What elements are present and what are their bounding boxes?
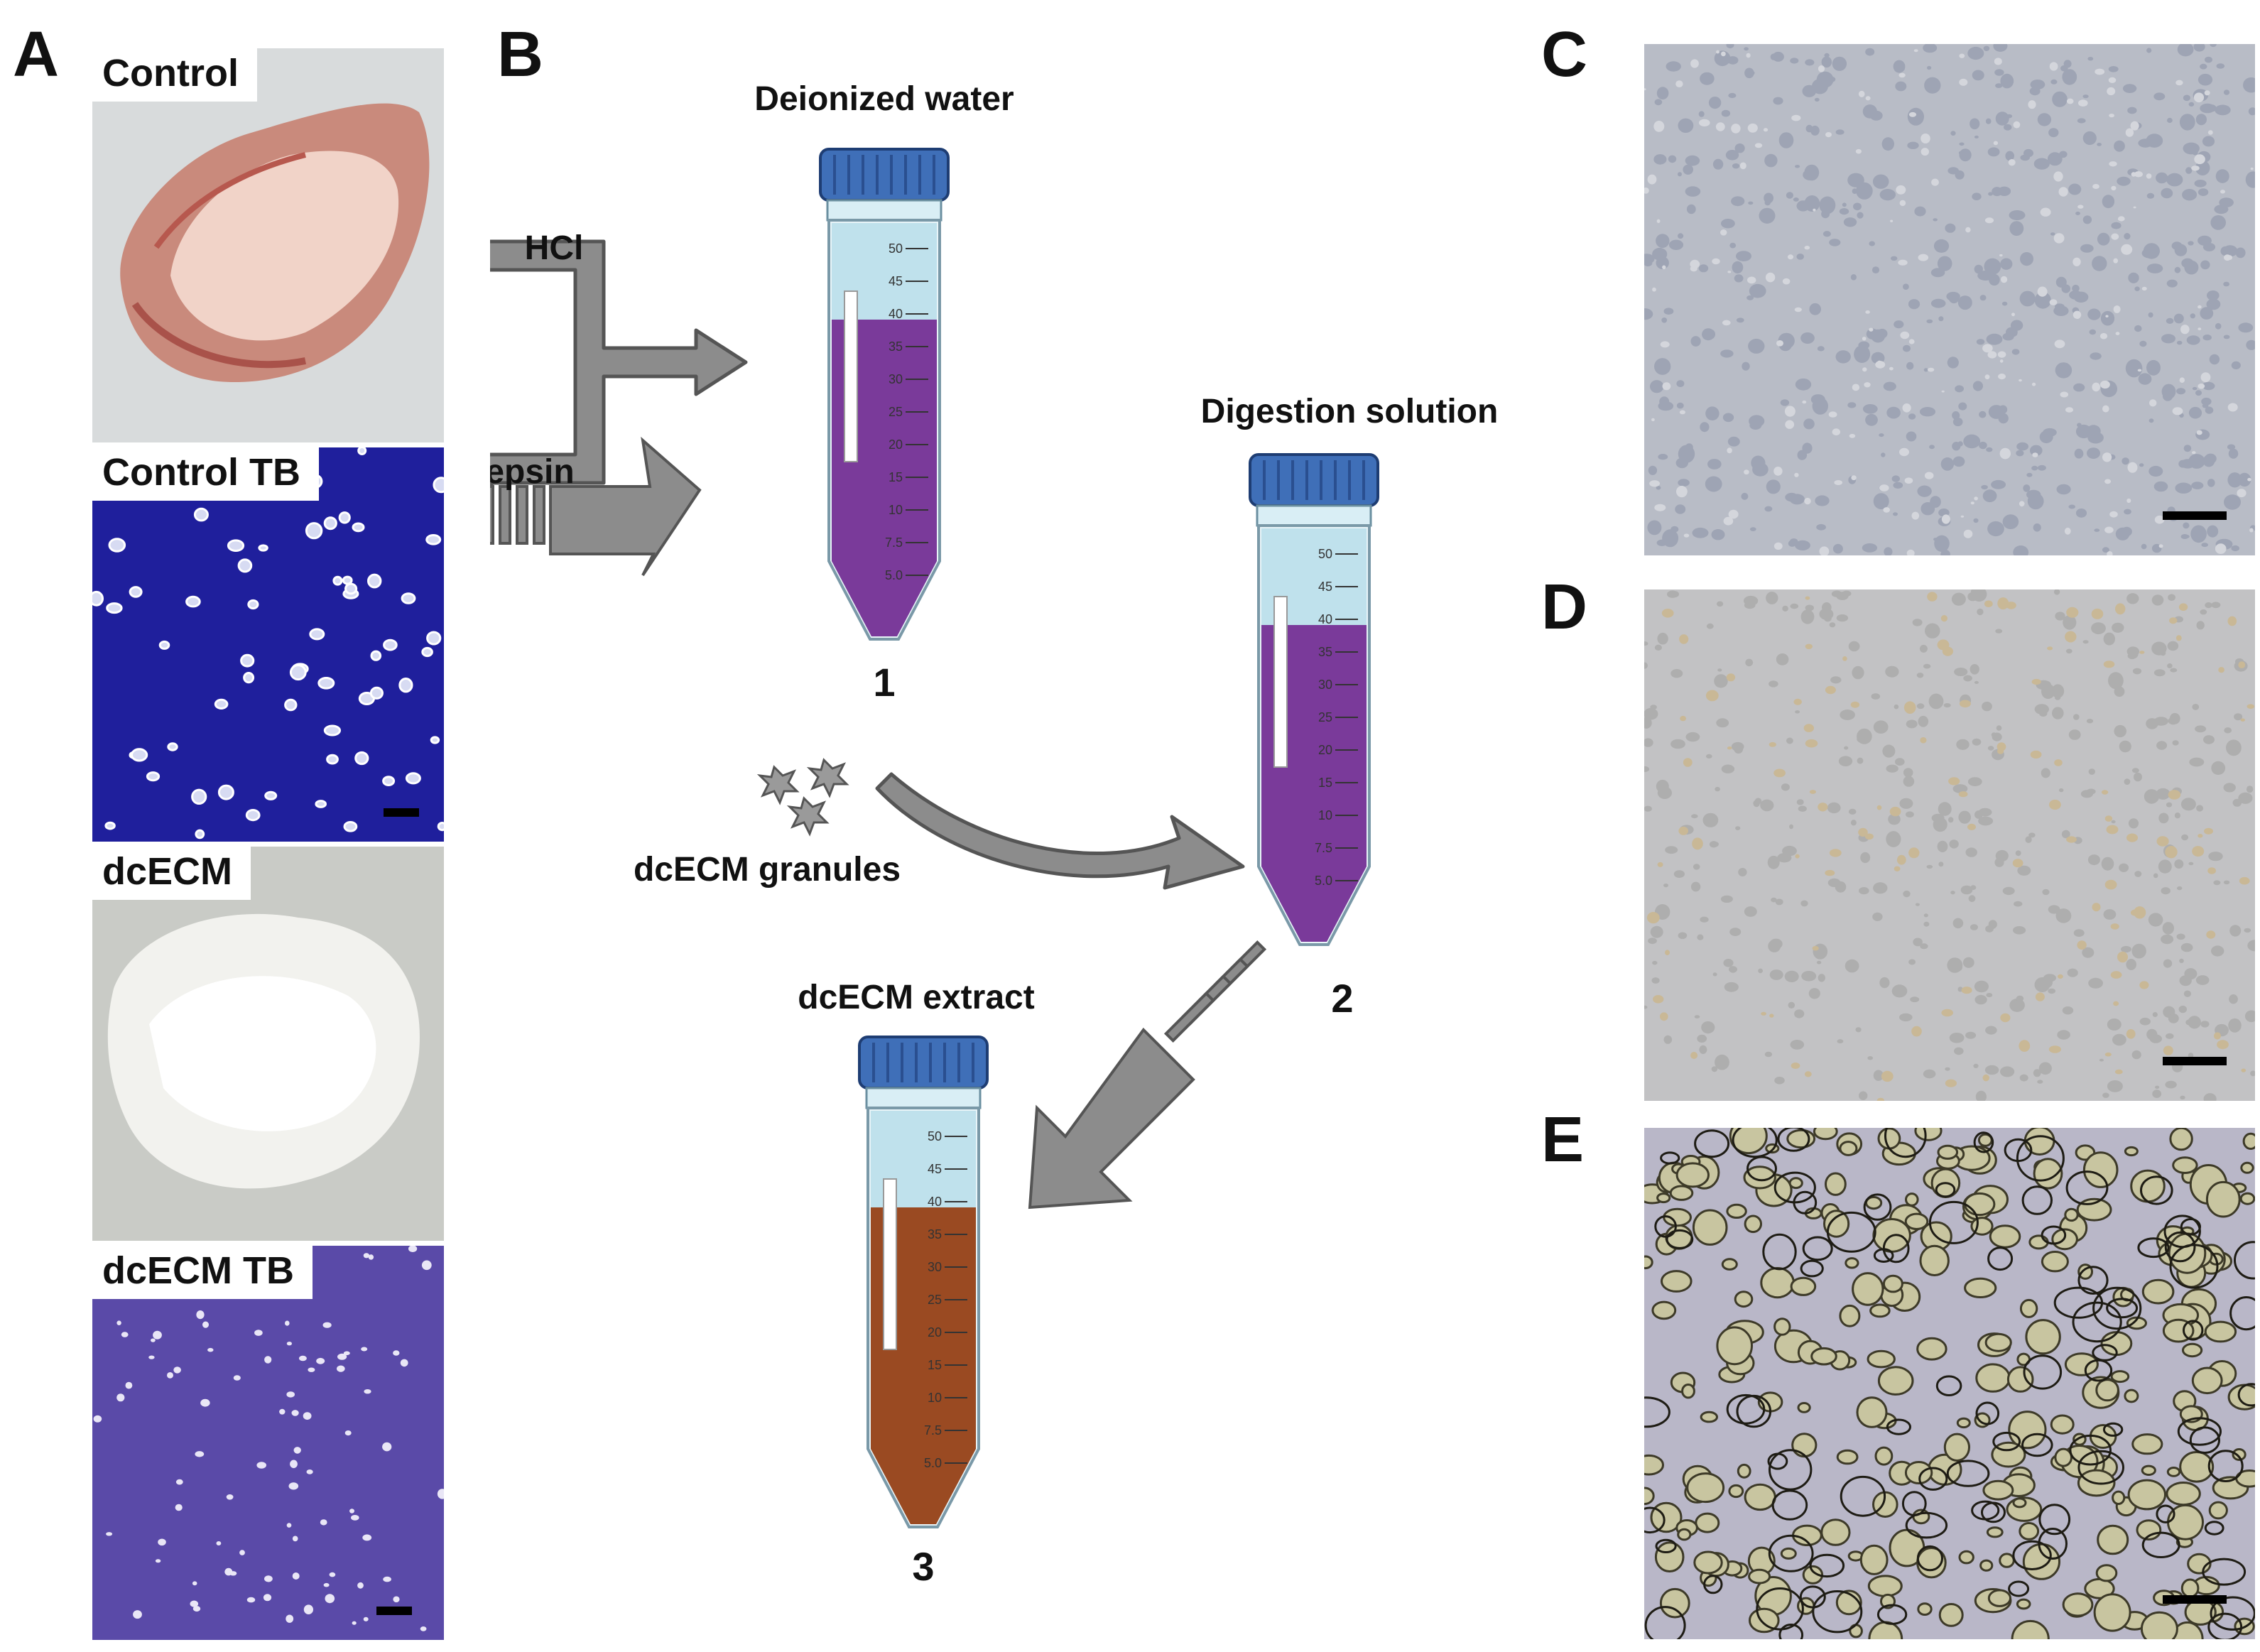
tube-scale: 50 45 40 35 30 25 20 15 10 7.5 5.0 xyxy=(885,241,928,582)
transfer-arrow-2-to-3 xyxy=(1028,940,1267,1210)
tube-scale-label: 35 xyxy=(889,339,903,354)
tube-scale-label: 30 xyxy=(928,1260,942,1274)
tube-scale-label: 20 xyxy=(889,438,903,452)
granules-icon xyxy=(756,758,849,837)
dcecm-tissue-photo: dcECM xyxy=(92,847,444,1241)
panel-c-micrograph xyxy=(1644,44,2255,555)
tube-scale-label: 20 xyxy=(1318,743,1332,757)
tube-scale-label: 50 xyxy=(889,241,903,256)
reagent-merge-arrow xyxy=(490,239,748,485)
tube-scale-label: 7.5 xyxy=(1315,841,1332,855)
panel-d-letter: D xyxy=(1541,572,1587,643)
tube-scale-label: 25 xyxy=(1318,710,1332,724)
tube-3-number: 3 xyxy=(912,1544,934,1589)
tube-scale-label: 7.5 xyxy=(924,1423,942,1438)
panel-d-micrograph xyxy=(1644,589,2255,1101)
tube-scale-label: 50 xyxy=(928,1129,942,1143)
tube-scale-label: 20 xyxy=(928,1325,942,1339)
control-tb-micrograph: Control TB xyxy=(92,447,444,842)
tube-scale-label: 10 xyxy=(928,1391,942,1405)
panel-e-micrograph xyxy=(1644,1128,2255,1639)
tube-scale-label: 35 xyxy=(1318,645,1332,659)
tube-scale-label: 5.0 xyxy=(1315,874,1332,888)
digestion-process-diagram: 50 45 40 35 30 25 20 15 10 7.5 5.0 50 45 40 35 30 25 20 1… xyxy=(490,80,1499,1589)
tube-scale-label: 15 xyxy=(928,1358,942,1372)
tube-scale-label: 30 xyxy=(889,372,903,386)
tube-scale-label: 40 xyxy=(928,1195,942,1209)
dcecm-label: dcECM xyxy=(92,847,251,901)
control-tb-label: Control TB xyxy=(92,447,319,501)
control-label: Control xyxy=(92,48,257,102)
panel-a-letter: A xyxy=(13,19,59,90)
tube-scale: 50 45 40 35 30 25 20 15 10 7.5 5.0 xyxy=(1315,547,1358,888)
tube-scale-label: 15 xyxy=(889,470,903,484)
tube-scale-label: 10 xyxy=(1318,808,1332,822)
scale-bar xyxy=(2163,511,2227,520)
tube-scale-label: 35 xyxy=(928,1227,942,1241)
panel-e-letter: E xyxy=(1541,1104,1585,1175)
tube-2-number: 2 xyxy=(1331,976,1353,1021)
hcl-label: HCl xyxy=(525,229,584,267)
tube-scale-label: 45 xyxy=(928,1162,942,1176)
tube-scale-label: 45 xyxy=(1318,580,1332,594)
tube-scale-label: 40 xyxy=(889,307,903,321)
tube-scale-label: 30 xyxy=(1318,678,1332,692)
scale-bar xyxy=(384,808,419,817)
tube-scale-label: 25 xyxy=(889,405,903,419)
granules-arrow xyxy=(875,772,1245,890)
tube-3: 50 45 40 35 30 25 20 15 10 7.5 5.0 xyxy=(858,1036,989,1528)
tube-scale-label: 25 xyxy=(928,1293,942,1307)
tube-scale-label: 45 xyxy=(889,274,903,288)
tube-scale-label: 15 xyxy=(1318,776,1332,790)
tube-scale-label: 50 xyxy=(1318,547,1332,561)
scale-bar xyxy=(376,1607,412,1615)
scale-bar xyxy=(2163,1057,2227,1065)
tube-scale: 50 45 40 35 30 25 20 15 10 7.5 5.0 xyxy=(924,1129,967,1470)
panel-c-letter: C xyxy=(1541,19,1587,90)
tube-1-title: Deionized water xyxy=(754,80,1014,118)
panel-b-letter: B xyxy=(497,19,543,90)
scale-bar xyxy=(2163,1595,2227,1604)
tube-scale-label: 7.5 xyxy=(885,536,903,550)
tube-scale-label: 5.0 xyxy=(924,1456,942,1470)
pepsin-label: Pepsin xyxy=(490,453,575,491)
tube-2: 50 45 40 35 30 25 20 15 10 7.5 5.0 xyxy=(1249,453,1379,946)
tube-1-number: 1 xyxy=(873,660,895,705)
transfer-arrow-1-to-2 xyxy=(490,436,702,577)
dcecm-tb-micrograph: dcECM TB xyxy=(92,1246,444,1640)
tube-3-title: dcECM extract xyxy=(798,979,1034,1016)
granules-label: dcECM granules xyxy=(634,851,901,889)
tube-scale-label: 40 xyxy=(1318,612,1332,626)
tube-scale-label: 5.0 xyxy=(885,568,903,582)
tube-scale-label: 10 xyxy=(889,503,903,517)
tube-2-title: Digestion solution xyxy=(1201,393,1499,430)
tube-1: 50 45 40 35 30 25 20 15 10 7.5 5.0 xyxy=(819,148,950,641)
dcecm-tb-label: dcECM TB xyxy=(92,1246,313,1300)
control-tissue-photo: Control xyxy=(92,48,444,442)
